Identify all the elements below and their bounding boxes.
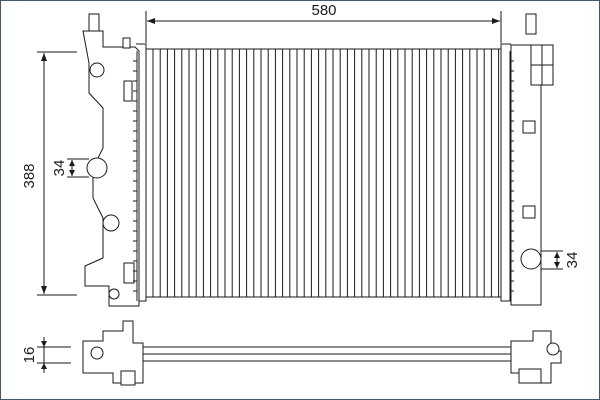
left-port-label: 34 (51, 160, 68, 177)
right-port-dimension: 34 (541, 250, 581, 270)
radiator-core (136, 43, 511, 302)
depth-label: 16 (21, 347, 38, 364)
width-label: 580 (311, 2, 336, 19)
left-port-dimension: 34 (51, 158, 89, 178)
width-dimension: 580 (145, 2, 502, 43)
top-view (82, 320, 562, 386)
left-tank (82, 13, 140, 307)
height-label: 388 (21, 163, 38, 188)
right-port-label: 34 (564, 252, 581, 269)
right-tank (509, 13, 554, 306)
height-dimension: 388 (21, 51, 77, 296)
depth-dimension: 16 (21, 337, 71, 373)
